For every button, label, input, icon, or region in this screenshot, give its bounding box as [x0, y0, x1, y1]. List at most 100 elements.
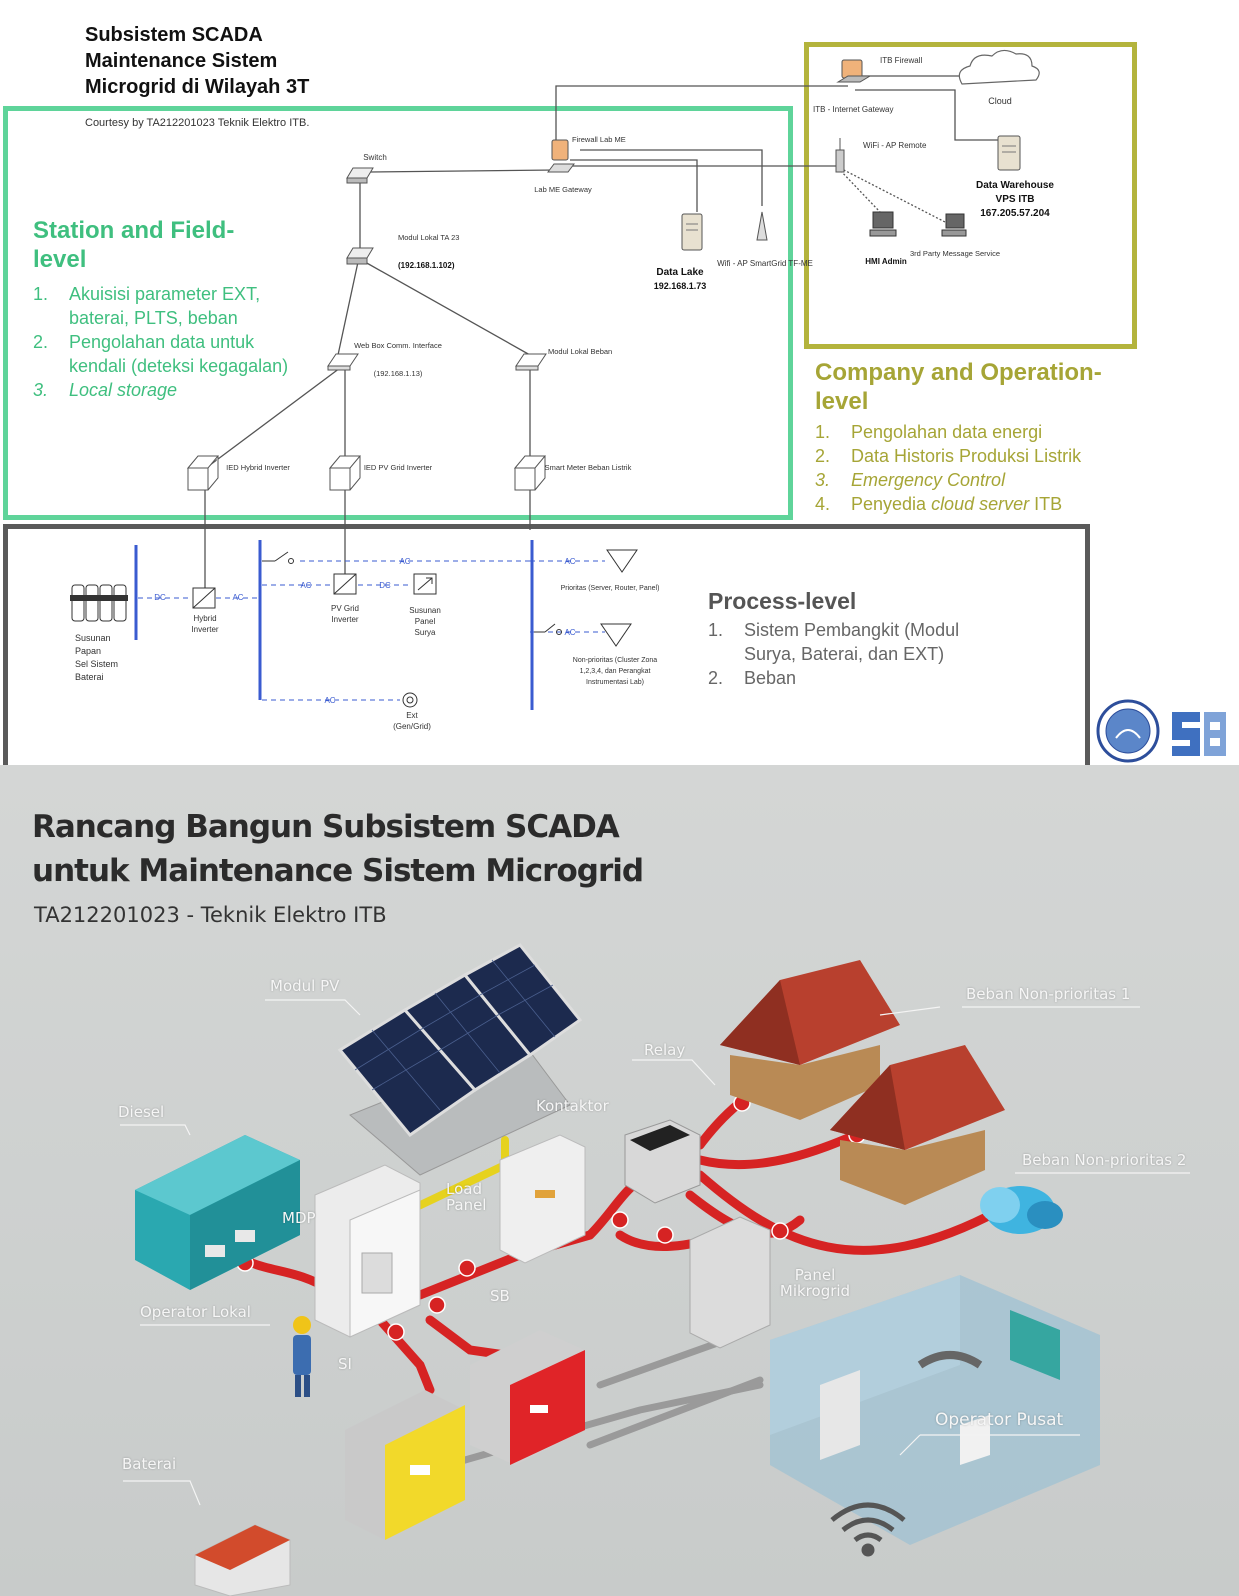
- module-icon: [347, 248, 373, 264]
- svg-text:AC: AC: [300, 581, 311, 590]
- solar-panel-icon: [414, 574, 436, 594]
- svg-text:Inverter: Inverter: [191, 625, 218, 634]
- microgrid-scene: Rancang Bangun Subsistem SCADA untuk Mai…: [0, 765, 1239, 1596]
- module-icon: [516, 354, 546, 370]
- battery-unit: [195, 1525, 290, 1596]
- sunny-island-inverter: [345, 1390, 465, 1540]
- operator-figure: [293, 1316, 311, 1397]
- panel-mikrogrid: [690, 1217, 770, 1348]
- svg-text:Ext: Ext: [406, 711, 418, 720]
- wifi-antenna-icon: [836, 138, 844, 172]
- ied-pv-label: IED PV Grid Inverter: [364, 463, 433, 472]
- internet-gateway-label: ITB - Internet Gateway: [813, 105, 893, 114]
- kontaktor-box: [625, 1120, 700, 1203]
- label-operator-pusat: Operator Pusat: [935, 1410, 1063, 1430]
- university-seal-logo: [1098, 701, 1158, 761]
- battery-bank-icon: [70, 585, 128, 621]
- svg-text:1,2,3,4, dan Perangkat: 1,2,3,4, dan Perangkat: [580, 668, 651, 675]
- svg-text:Papan: Papan: [75, 646, 101, 656]
- label-load-panel: Load Panel: [446, 1181, 506, 1213]
- label-beban-np1: Beban Non-prioritas 1: [966, 985, 1130, 1003]
- cloud-label: Cloud: [988, 96, 1012, 106]
- label-kontaktor: Kontaktor: [536, 1097, 609, 1115]
- label-panel-mikrogrid: Panel Mikrogrid: [770, 1267, 860, 1299]
- svg-text:Non-prioritas (Cluster Zona: Non-prioritas (Cluster Zona: [573, 657, 658, 664]
- svg-text:(Gen/Grid): (Gen/Grid): [393, 722, 431, 731]
- svg-text:AC: AC: [564, 628, 575, 637]
- web-box-label: Web Box Comm. Interface: [354, 341, 442, 350]
- svg-text:Surya: Surya: [415, 628, 436, 637]
- wifi-smartgrid-label: Wifi - AP SmartGrid TF-ME: [717, 259, 813, 268]
- modul-lokal-ip: (192.168.1.102): [398, 261, 455, 270]
- label-baterai: Baterai: [122, 1455, 176, 1473]
- load-nonprioritas-icon: [601, 624, 631, 646]
- modul-lokal-label: Modul Lokal TA 23: [398, 233, 459, 242]
- switch-label: Switch: [363, 153, 387, 162]
- load-prioritas-icon: [607, 550, 637, 572]
- smart-meter-icon: [515, 456, 545, 490]
- prioritas-label: Prioritas (Server, Router, Panel): [561, 585, 660, 592]
- smart-meter-label: Smart Meter Beban Listrik: [545, 463, 632, 472]
- label-si: SI: [338, 1355, 352, 1373]
- svg-text:Susunan: Susunan: [409, 606, 441, 615]
- scada-diagram: Subsistem SCADA Maintenance Sistem Micro…: [0, 0, 1239, 765]
- module-icon: [328, 354, 358, 370]
- svg-text:AC: AC: [564, 557, 575, 566]
- motor-load: [980, 1186, 1063, 1234]
- svg-text:DC: DC: [379, 581, 391, 590]
- third-party-label: 3rd Party Message Service: [910, 249, 1000, 258]
- svg-text:Instrumentasi Lab): Instrumentasi Lab): [586, 679, 644, 686]
- svg-text:PV Grid: PV Grid: [331, 604, 359, 613]
- solar-panel-array: [340, 945, 580, 1175]
- microgrid-illustration: [0, 765, 1239, 1596]
- hybrid-inverter-icon: [193, 588, 215, 608]
- data-lake-ip: 192.168.1.73: [654, 281, 707, 291]
- server-icon: [682, 214, 702, 250]
- firewall-lab-label: Firewall Lab ME: [572, 135, 626, 144]
- data-warehouse-label: Data Warehouse: [976, 180, 1054, 191]
- battery-label-1: Susunan: [75, 633, 111, 643]
- data-lake-label: Data Lake: [656, 267, 704, 278]
- label-relay: Relay: [644, 1041, 685, 1059]
- switch-icon: [347, 168, 373, 183]
- vps-itb-label: VPS ITB: [996, 194, 1035, 205]
- svg-text:DC: DC: [154, 593, 166, 602]
- firewall-icon: [838, 60, 870, 82]
- server-icon: [998, 136, 1020, 170]
- label-sb: SB: [490, 1287, 510, 1305]
- sb-logo: [1172, 712, 1226, 756]
- svg-text:Inverter: Inverter: [331, 615, 358, 624]
- pv-inverter-icon: [334, 574, 356, 594]
- svg-text:AC: AC: [399, 557, 410, 566]
- label-beban-np2: Beban Non-prioritas 2: [1022, 1151, 1186, 1169]
- web-box-ip: (192.168.1.13): [374, 369, 423, 378]
- hmi-admin-label: HMI Admin: [865, 257, 907, 266]
- svg-text:Hybrid: Hybrid: [193, 614, 216, 623]
- cloud-icon: [959, 50, 1039, 84]
- ied-hybrid-label: IED Hybrid Inverter: [226, 463, 290, 472]
- svg-text:Panel: Panel: [415, 617, 436, 626]
- network-topology: Cloud ITB Firewall ITB - Internet Gatewa…: [0, 0, 1239, 765]
- firewall-icon: [548, 140, 574, 172]
- vps-ip-label: 167.205.57.204: [980, 208, 1050, 219]
- label-operator-lokal: Operator Lokal: [140, 1303, 251, 1321]
- ied-hybrid-icon: [188, 456, 218, 490]
- breaker-symbol: [262, 552, 562, 635]
- computer-icon: [870, 212, 896, 236]
- wifi-antenna-icon: [757, 212, 767, 240]
- svg-text:Baterai: Baterai: [75, 672, 104, 682]
- itb-firewall-label: ITB Firewall: [880, 56, 922, 65]
- lab-gateway-label: Lab ME Gateway: [534, 185, 592, 194]
- ied-pv-icon: [330, 456, 360, 490]
- label-mdp: MDP: [282, 1209, 316, 1227]
- label-diesel: Diesel: [118, 1103, 164, 1121]
- mdp-panel: [315, 1165, 420, 1337]
- generator-icon: [403, 693, 417, 707]
- svg-text:AC: AC: [324, 696, 335, 705]
- svg-text:Sel Sistem: Sel Sistem: [75, 659, 118, 669]
- label-modul-pv: Modul PV: [270, 977, 339, 995]
- computer-icon: [942, 214, 966, 236]
- modul-beban-label: Modul Lokal Beban: [548, 347, 612, 356]
- svg-text:AC: AC: [232, 593, 243, 602]
- wifi-remote-label: WiFi - AP Remote: [863, 141, 927, 150]
